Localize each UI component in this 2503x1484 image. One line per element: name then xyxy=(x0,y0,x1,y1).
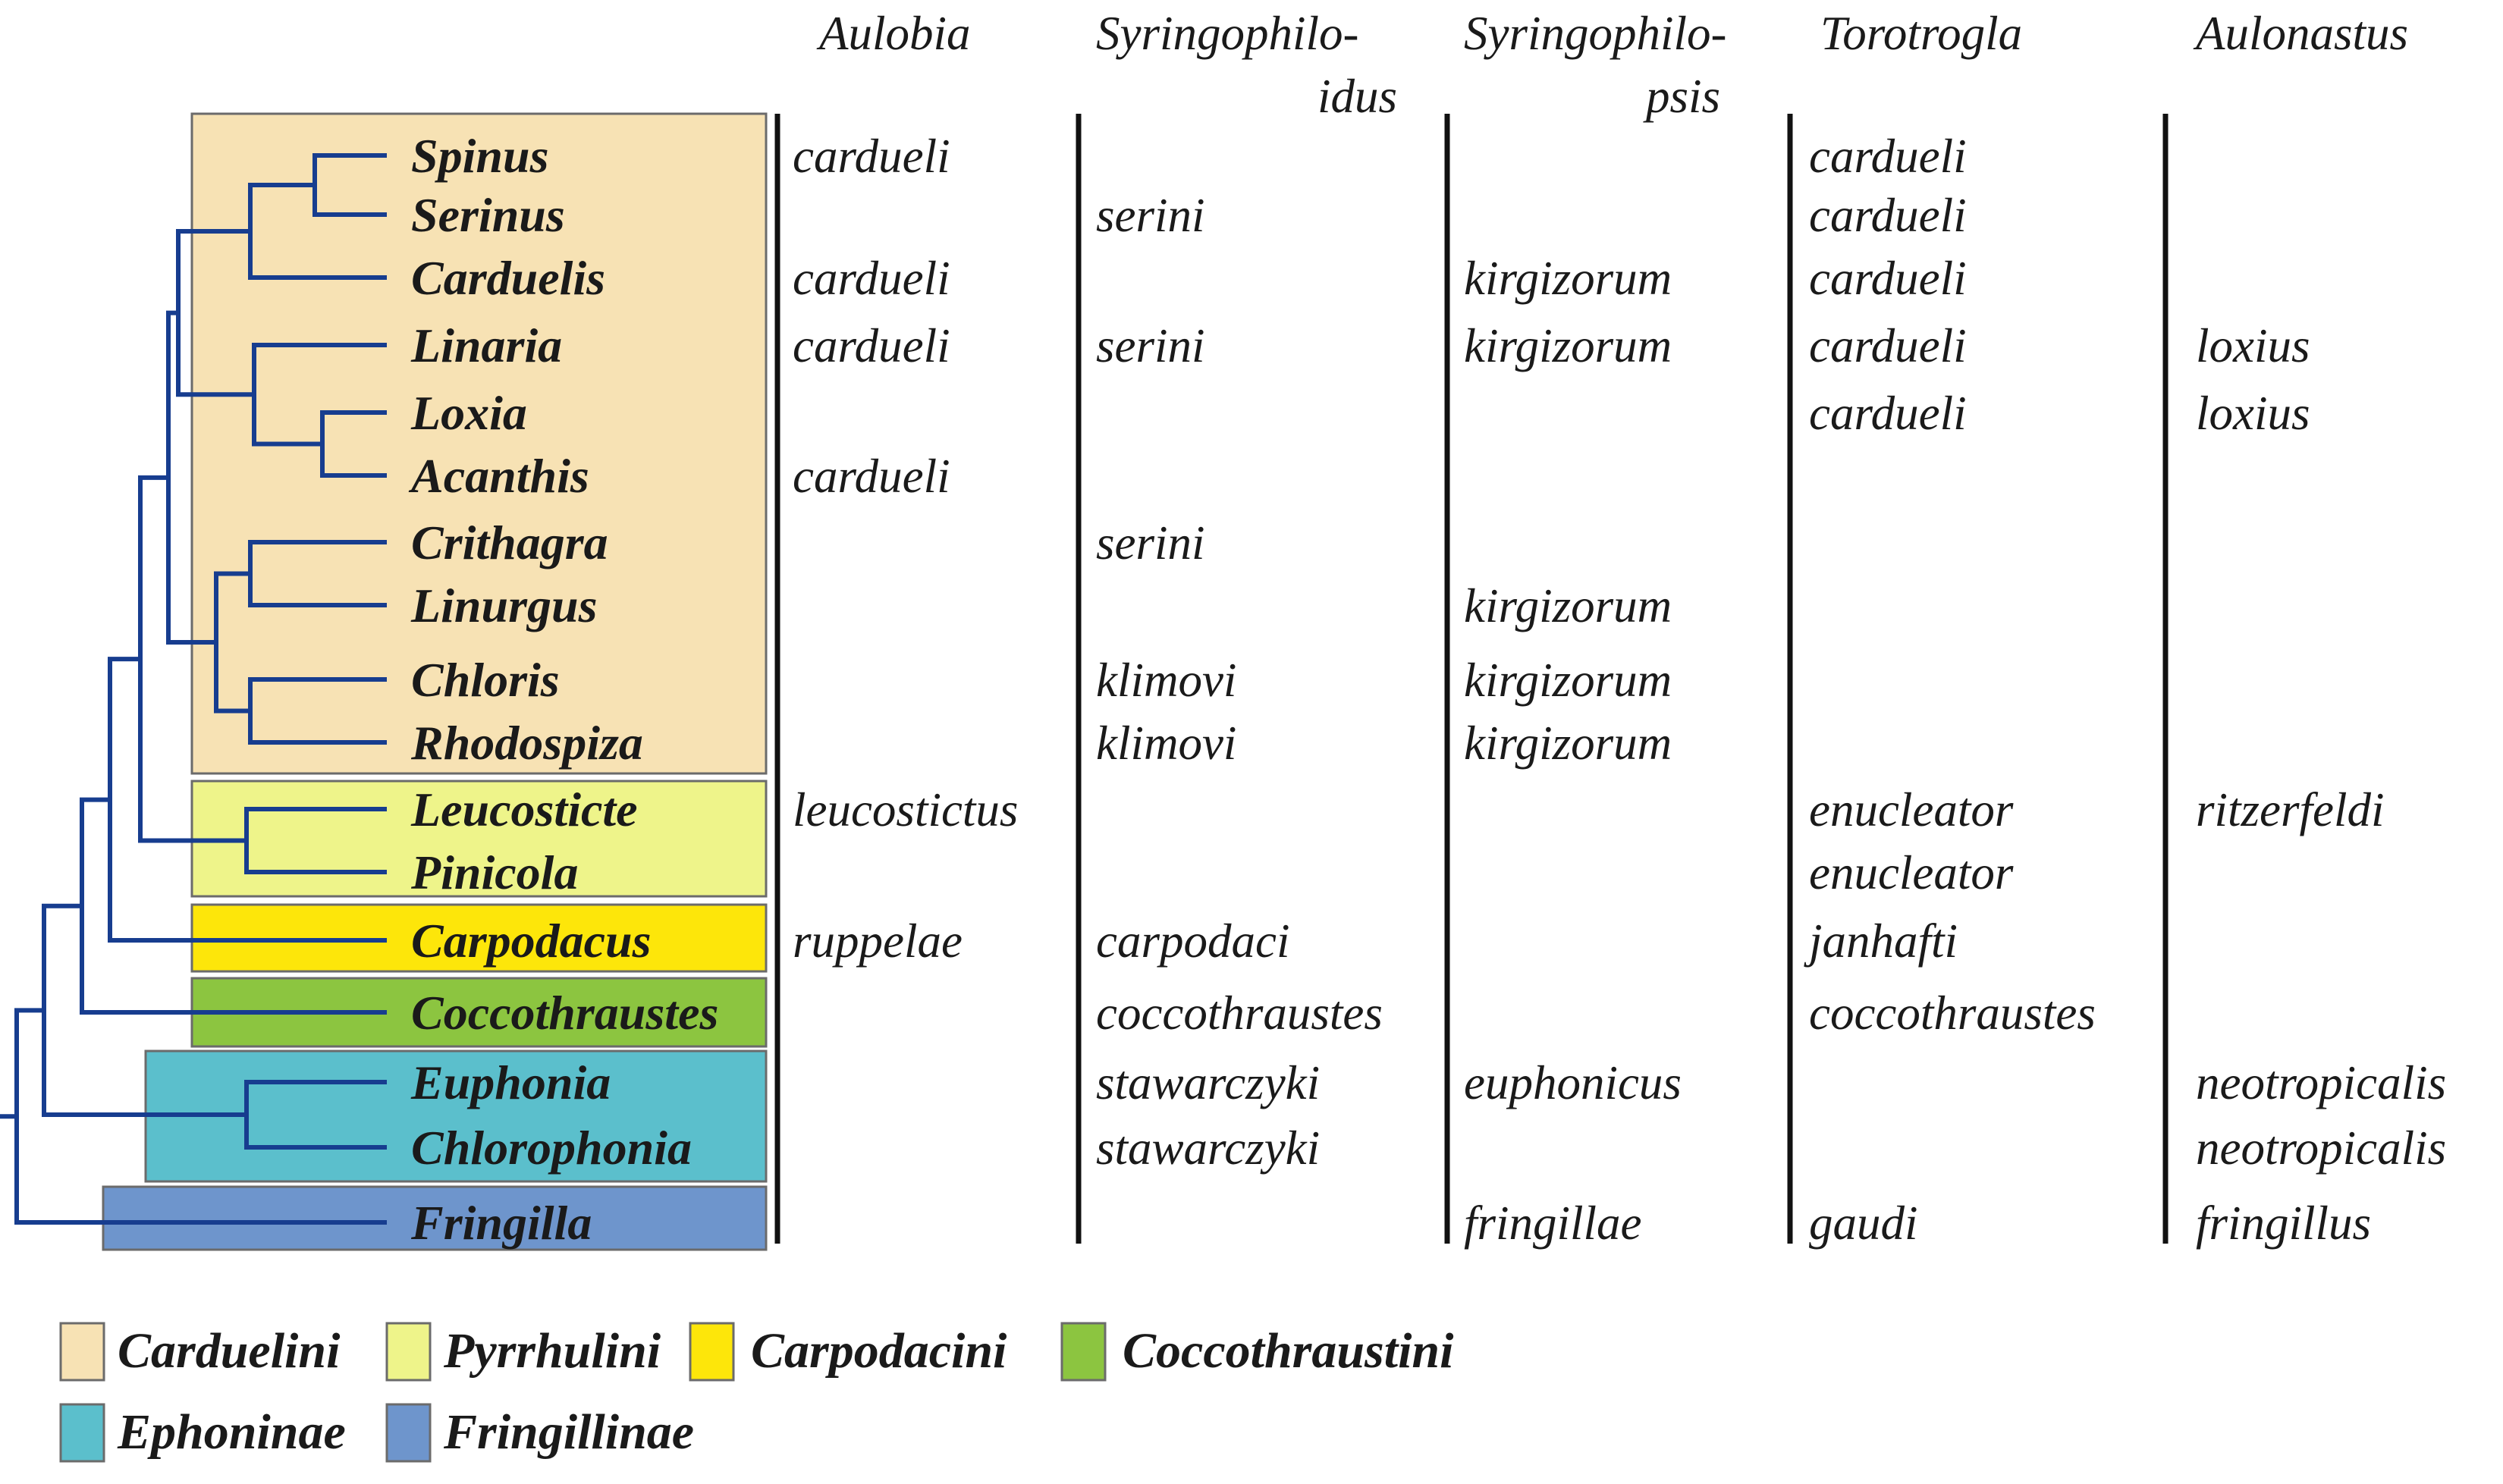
legend-label-carduelini: Carduelini xyxy=(118,1323,341,1379)
host-cell-carduelis-aulobia: cardueli xyxy=(793,252,950,305)
host-cell-chlorophonia-syringophilo-idus: stawarczyki xyxy=(1096,1122,1320,1175)
host-cell-carpodacus-aulobia: ruppelae xyxy=(793,915,963,968)
host-species-table: cardueli cardueli serini cardueli cardueli ki… xyxy=(793,130,2446,1250)
genus-label-rhodospiza: Rhodospiza xyxy=(410,716,643,770)
genus-label-acanthis: Acanthis xyxy=(408,449,589,503)
host-cell-carduelis-syringophilo-psis: kirgizorum xyxy=(1464,252,1672,305)
host-cell-fringilla-torotrogla: gaudi xyxy=(1809,1197,1918,1250)
column-header-aulobia: Aulobia xyxy=(816,7,971,60)
legend-label-fringillinae: Fringillinae xyxy=(443,1404,694,1460)
genus-label-leucosticte: Leucosticte xyxy=(410,783,638,836)
genus-label-linurgus: Linurgus xyxy=(410,579,597,632)
genus-label-chloris: Chloris xyxy=(411,653,560,707)
legend-label-carpodacini: Carpodacini xyxy=(751,1323,1007,1379)
host-cell-carduelis-torotrogla: cardueli xyxy=(1809,252,1967,305)
genus-label-carpodacus: Carpodacus xyxy=(411,914,652,968)
host-cell-carpodacus-torotrogla: janhafti xyxy=(1804,915,1958,968)
host-cell-coccothraustes-syringophilo-idus: coccothraustes xyxy=(1096,987,1383,1040)
host-cell-serinus-syringophilo-idus: serini xyxy=(1096,189,1205,242)
legend-swatch-carpodacini xyxy=(689,1322,735,1382)
genus-label-pinicola: Pinicola xyxy=(410,846,578,899)
host-cell-spinus-aulobia: cardueli xyxy=(793,130,950,183)
legend-swatch-ephoninae xyxy=(59,1403,105,1463)
genus-label-euphonia: Euphonia xyxy=(410,1056,611,1109)
host-cell-linaria-torotrogla: cardueli xyxy=(1809,319,1967,372)
host-cell-chloris-syringophilo-psis: kirgizorum xyxy=(1464,654,1672,707)
host-cell-serinus-torotrogla: cardueli xyxy=(1809,189,1967,242)
genus-label-loxia: Loxia xyxy=(410,386,527,440)
host-cell-leucosticte-aulonastus: ritzerfeldi xyxy=(2196,783,2385,836)
legend: Carduelini Pyrrhulini Carpodacini Coccothra… xyxy=(59,1322,1454,1463)
host-cell-rhodospiza-syringophilo-psis: kirgizorum xyxy=(1464,717,1672,770)
host-cell-loxia-torotrogla: cardueli xyxy=(1809,387,1967,440)
genus-label-carduelis: Carduelis xyxy=(411,251,605,305)
host-cell-loxia-aulonastus: loxius xyxy=(2196,387,2310,440)
host-cell-linaria-aulonastus: loxius xyxy=(2196,319,2310,372)
clade-box-fringillinae xyxy=(102,1185,768,1251)
host-cell-euphonia-aulonastus: neotropicalis xyxy=(2196,1056,2446,1109)
host-cell-spinus-torotrogla: cardueli xyxy=(1809,130,1967,183)
host-cell-crithagra-syringophilo-idus: serini xyxy=(1096,516,1205,569)
genus-label-linaria: Linaria xyxy=(410,318,562,372)
legend-swatch-carduelini xyxy=(59,1322,105,1382)
legend-label-coccothraustini: Coccothraustini xyxy=(1123,1323,1454,1379)
legend-swatch-coccothraustini xyxy=(1060,1322,1107,1382)
genus-label-serinus: Serinus xyxy=(411,188,565,242)
clade-box-ephoninae xyxy=(144,1049,768,1183)
column-header-syringophilo-psis: Syringophilo- xyxy=(1464,7,1726,60)
column-header-aulonastus: Aulonastus xyxy=(2193,7,2408,60)
host-cell-coccothraustes-torotrogla: coccothraustes xyxy=(1809,987,2096,1040)
legend-label-pyrrhulini: Pyrrhulini xyxy=(443,1323,661,1379)
host-cell-fringilla-aulonastus: fringillus xyxy=(2196,1197,2371,1250)
host-cell-pinicola-torotrogla: enucleator xyxy=(1809,846,2014,899)
host-cell-linaria-syringophilo-idus: serini xyxy=(1096,319,1205,372)
host-cell-carpodacus-syringophilo-idus: carpodaci xyxy=(1096,915,1289,968)
column-separators xyxy=(774,114,2169,1244)
host-cell-leucosticte-aulobia: leucostictus xyxy=(793,783,1018,836)
column-header-syringophilo-idus: Syringophilo- xyxy=(1096,7,1358,60)
genus-labels: SpinusSerinusCarduelisLinariaLoxiaAcanth… xyxy=(408,129,718,1250)
host-cell-euphonia-syringophilo-idus: stawarczyki xyxy=(1096,1056,1320,1109)
column-headers: Aulobia Syringophilo-idus Syringophilo-psi… xyxy=(816,7,2408,123)
column-header-torotrogla: Torotrogla xyxy=(1820,7,2022,60)
host-cell-euphonia-syringophilo-psis: euphonicus xyxy=(1464,1056,1682,1109)
genus-label-spinus: Spinus xyxy=(411,129,548,183)
legend-label-ephoninae: Ephoninae xyxy=(117,1404,346,1460)
genus-label-crithagra: Crithagra xyxy=(411,516,608,569)
legend-swatch-pyrrhulini xyxy=(385,1322,432,1382)
genus-label-coccothraustes: Coccothraustes xyxy=(411,986,718,1040)
column-header-syringophilo-psis: psis xyxy=(1643,70,1720,123)
genus-label-chlorophonia: Chlorophonia xyxy=(411,1121,692,1175)
host-cell-linaria-aulobia: cardueli xyxy=(793,319,950,372)
host-cell-leucosticte-torotrogla: enucleator xyxy=(1809,783,2014,836)
clade-box-pyrrhulini xyxy=(190,780,768,898)
host-cell-chloris-syringophilo-idus: klimovi xyxy=(1096,654,1236,707)
host-cell-rhodospiza-syringophilo-idus: klimovi xyxy=(1096,717,1236,770)
host-cell-fringilla-syringophilo-psis: fringillae xyxy=(1464,1197,1642,1250)
host-cell-chlorophonia-aulonastus: neotropicalis xyxy=(2196,1122,2446,1175)
host-cell-acanthis-aulobia: cardueli xyxy=(793,450,950,503)
host-cell-linurgus-syringophilo-psis: kirgizorum xyxy=(1464,579,1672,632)
genus-label-fringilla: Fringilla xyxy=(410,1196,592,1250)
phylogenetic-tree xyxy=(0,153,387,1225)
column-header-syringophilo-idus: idus xyxy=(1317,70,1397,123)
legend-swatch-fringillinae xyxy=(385,1403,432,1463)
host-cell-linaria-syringophilo-psis: kirgizorum xyxy=(1464,319,1672,372)
